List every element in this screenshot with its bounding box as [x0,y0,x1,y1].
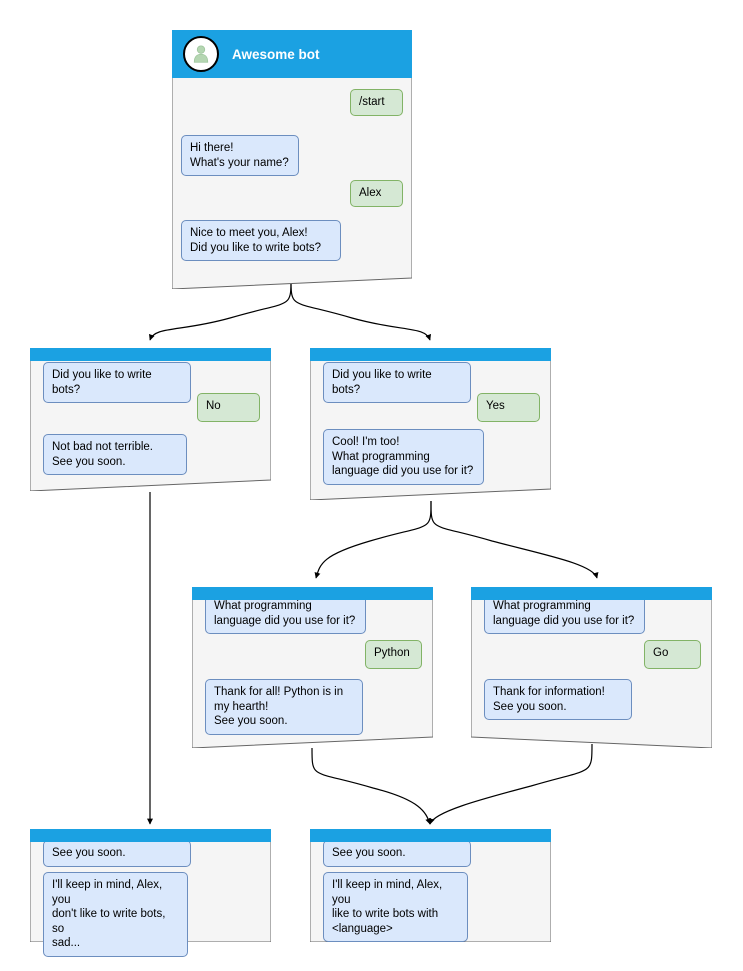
message-bubble-bot: Did you like to write bots? [43,362,191,403]
message-bubble-user: Alex [350,180,403,207]
chat-header: Awesome bot [172,30,412,78]
chat-header [310,348,551,361]
chat-node-end-yes[interactable]: See you soon. I'll keep in mind, Alex, y… [310,829,551,942]
message-bubble-user: /start [350,89,403,116]
message-bubble-user: No [197,393,260,422]
message-bubble-bot: I'll keep in mind, Alex, you don't like … [43,872,188,957]
chat-node-no-branch[interactable]: Did you like to write bots? No Not bad n… [30,348,271,491]
edge-go-to-end-yes [428,743,593,825]
message-bubble-bot: See you soon. [43,840,191,867]
chat-header [30,829,271,842]
chat-header [30,348,271,361]
chat-node-yes-branch[interactable]: Did you like to write bots? Yes Cool! I'… [310,348,551,500]
edge-yes-to-go [430,500,599,579]
message-bubble-bot: I'll keep in mind, Alex, you like to wri… [323,872,468,942]
person-icon [183,36,219,72]
chat-node-end-no[interactable]: See you soon. I'll keep in mind, Alex, y… [30,829,271,957]
message-bubble-user: Yes [477,393,540,422]
message-bubble-user: Python [365,640,422,669]
message-bubble-bot: Thank for information! See you soon. [484,679,632,720]
message-bubble-bot: Did you like to write bots? [323,362,471,403]
edge-python-to-end-yes [311,747,432,825]
chat-header [310,829,551,842]
message-bubble-bot: Nice to meet you, Alex! Did you like to … [181,220,341,261]
chat-node-python-branch[interactable]: What programming language did you use fo… [192,587,433,748]
message-bubble-user: Go [644,640,701,669]
chat-header [192,587,433,600]
edge-yes-to-python [314,500,432,579]
message-bubble-bot: Not bad not terrible. See you soon. [43,434,187,475]
message-bubble-bot: Thank for all! Python is in my hearth! S… [205,679,363,735]
chat-title: Awesome bot [232,46,320,62]
chat-header [471,587,712,600]
chat-node-start[interactable]: Awesome bot /start Hi there! What's your… [172,30,412,289]
message-bubble-bot: See you soon. [323,840,471,867]
message-bubble-bot: Hi there! What's your name? [181,135,299,176]
message-bubble-bot: Cool! I'm too! What programming language… [323,429,484,485]
chat-node-go-branch[interactable]: What programming language did you use fo… [471,587,712,748]
